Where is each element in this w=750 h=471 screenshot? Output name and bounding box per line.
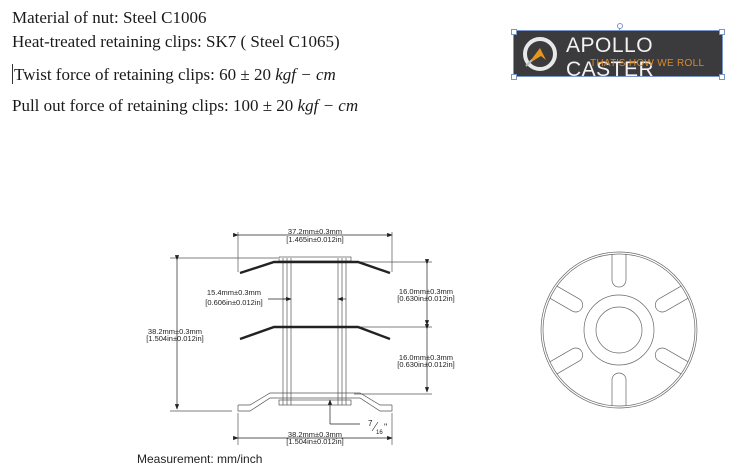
inner-width-in: [0.606in±0.012in] — [205, 298, 263, 307]
inner-width-mm: 15.4mm±0.3mm — [207, 288, 261, 297]
spec-clips-material: Heat-treated retaining clips: SK7 ( Stee… — [12, 32, 340, 51]
pull-unit: kgf − cm — [297, 96, 359, 115]
pull-value: 100 ± 20 — [232, 96, 294, 115]
logo-mark-icon — [523, 37, 557, 71]
text-cursor — [12, 64, 13, 84]
base-width-mm: 38.2mm±0.3mm — [288, 430, 342, 439]
lower-gap-mm: 16.0mm±0.3mm — [399, 353, 453, 362]
measurement-caption: Measurement: mm/inch — [137, 452, 263, 466]
thread-size-label: 7 16 " — [368, 419, 387, 436]
pull-label: Pull out force of retaining clips: — [12, 96, 233, 115]
lower-gap-in: [0.630in±0.012in] — [397, 360, 455, 369]
spec-twist-force: Twist force of retaining clips: 60 ± 20 … — [12, 64, 336, 85]
base-width-in: [1.504in±0.012in] — [286, 437, 344, 446]
svg-text:": " — [384, 422, 387, 432]
top-view-drawing — [540, 251, 698, 409]
height-mm: 38.2mm±0.3mm — [148, 327, 202, 336]
twist-label: Twist force of retaining clips: — [14, 65, 220, 84]
resize-handle-tr[interactable] — [719, 29, 725, 35]
svg-text:16: 16 — [376, 430, 383, 436]
apollo-caster-logo[interactable]: APOLLO CASTER THAT'S HOW WE ROLL — [513, 30, 723, 81]
resize-handle-br[interactable] — [719, 74, 725, 80]
height-in: [1.504in±0.012in] — [146, 334, 204, 343]
upper-gap-mm: 16.0mm±0.3mm — [399, 287, 453, 296]
logo-tagline: THAT'S HOW WE ROLL — [590, 58, 705, 69]
upper-gap-in: [0.630in±0.012in] — [397, 294, 455, 303]
svg-text:7: 7 — [368, 419, 373, 428]
rotate-handle[interactable] — [617, 23, 623, 29]
resize-handle-bl[interactable] — [511, 74, 517, 80]
spec-material-nut: Material of nut: Steel C1006 — [12, 8, 207, 27]
top-width-in: [1.465in±0.012in] — [286, 235, 344, 244]
twist-unit: kgf − cm — [275, 65, 336, 84]
top-width-mm: 37.2mm±0.3mm — [288, 227, 342, 236]
twist-value: 60 ± 20 — [219, 65, 271, 84]
resize-handle-tl[interactable] — [511, 29, 517, 35]
rotate-handle-line — [619, 28, 620, 31]
spec-pull-force: Pull out force of retaining clips: 100 ±… — [12, 96, 358, 116]
logo-brand-text: APOLLO CASTER — [566, 34, 655, 81]
